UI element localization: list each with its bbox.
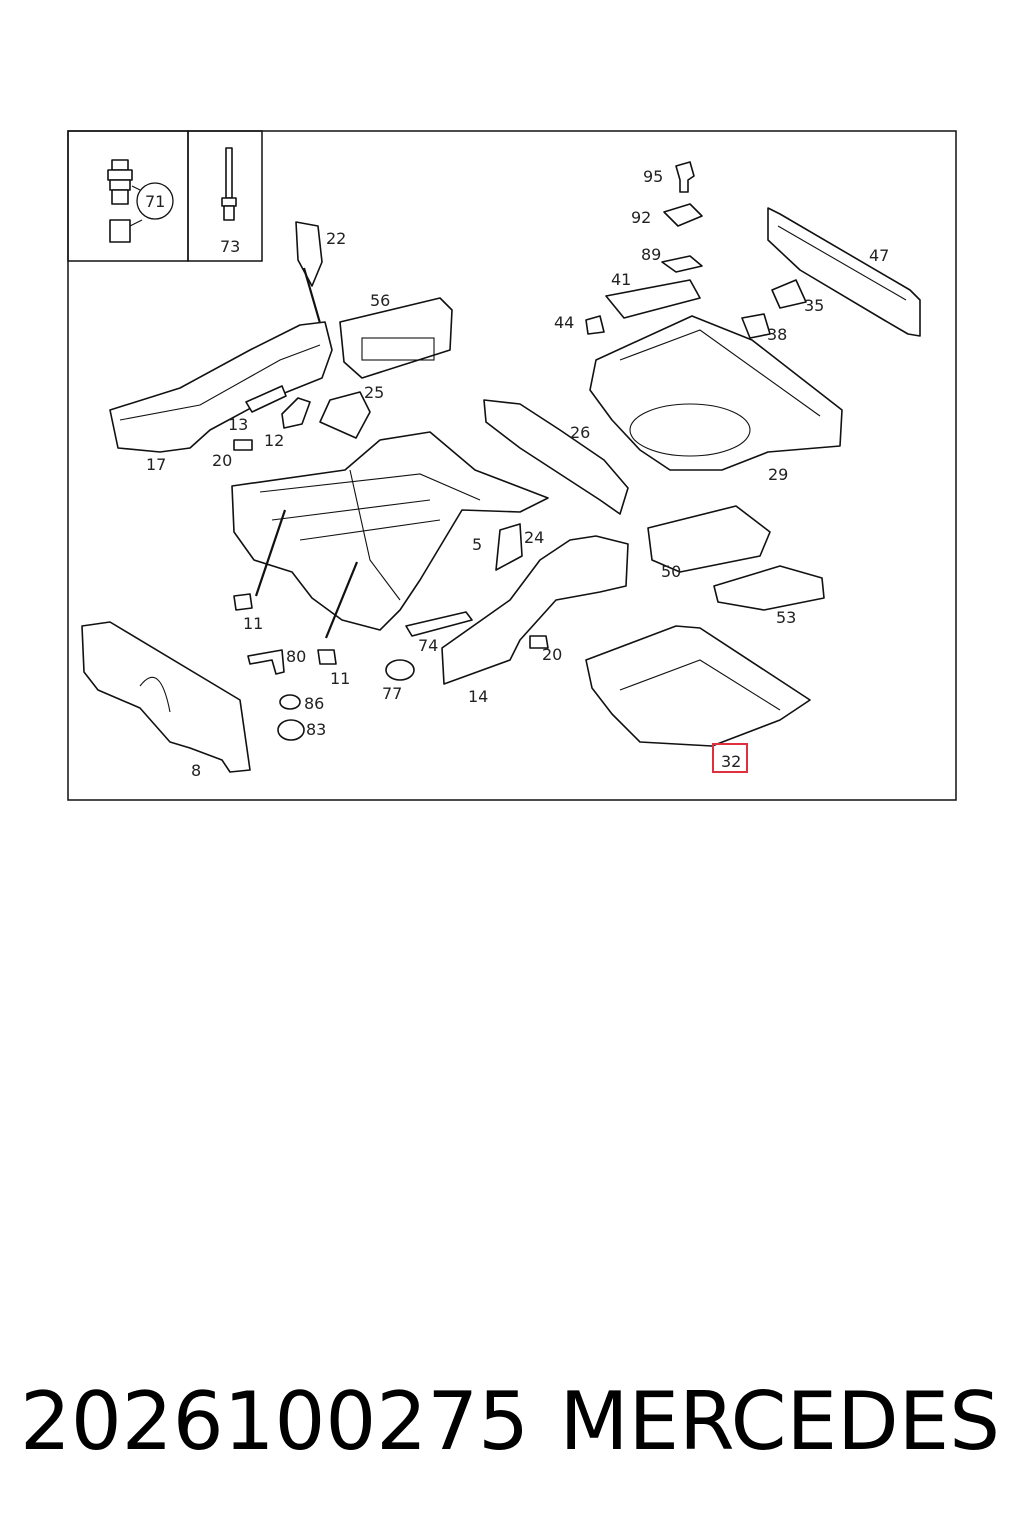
callout-38: 38 — [767, 325, 787, 344]
callout-22: 22 — [326, 229, 346, 248]
part-41-tray — [605, 279, 701, 319]
callout-17: 17 — [146, 455, 166, 474]
part-24-bracket — [495, 523, 523, 571]
part-53-panel — [713, 565, 825, 611]
callout-12: 12 — [264, 431, 284, 450]
part-95-bolt — [675, 161, 695, 193]
part-77-grommet — [385, 659, 415, 681]
callout-11: 11 — [330, 669, 350, 688]
part-74-plate — [405, 611, 473, 637]
leader-11a — [254, 509, 287, 597]
part-50-panel — [647, 505, 771, 573]
diagram-frame — [67, 130, 957, 801]
callout-32-highlight — [712, 743, 748, 773]
callout-20: 20 — [542, 645, 562, 664]
callout-92: 92 — [631, 208, 651, 227]
part-22-bracket — [295, 221, 323, 287]
part-26-beam — [483, 399, 629, 515]
callout-5: 5 — [472, 535, 482, 554]
part-floor-pan — [231, 431, 549, 631]
part-29-rear-floor — [589, 315, 843, 471]
callout-74: 74 — [418, 636, 438, 655]
part-32-rear-floor-section — [585, 625, 811, 747]
part-14-side-rail — [441, 535, 629, 685]
callout-53: 53 — [776, 608, 796, 627]
part-80-strap — [247, 649, 285, 675]
callout-71-circle — [136, 182, 174, 220]
brand-name: MERCEDES — [559, 1375, 1000, 1468]
callout-14: 14 — [468, 687, 488, 706]
part-89-clip — [661, 255, 703, 273]
callout-11: 11 — [243, 614, 263, 633]
part-11-clip-a — [233, 593, 253, 611]
callout-24: 24 — [524, 528, 544, 547]
callout-71: 71 — [145, 192, 165, 211]
callout-41: 41 — [611, 270, 631, 289]
inset-box-73 — [187, 130, 263, 262]
part-12-bracket — [281, 397, 311, 429]
leader-22 — [302, 267, 324, 331]
part-35-bracket — [771, 279, 807, 309]
callout-29: 29 — [768, 465, 788, 484]
callout-56: 56 — [370, 291, 390, 310]
part-25-bracket — [319, 391, 371, 439]
callout-89: 89 — [641, 245, 661, 264]
leader-11b — [324, 561, 359, 639]
callout-80: 80 — [286, 647, 306, 666]
bushing-drawing — [107, 159, 143, 243]
part-number: 2026100275 — [20, 1375, 529, 1468]
callout-20: 20 — [212, 451, 232, 470]
callout-95: 95 — [643, 167, 663, 186]
part-20-clip-b — [529, 635, 549, 649]
callout-47: 47 — [869, 246, 889, 265]
part-86-nut — [279, 694, 301, 710]
callout-50: 50 — [661, 562, 681, 581]
callout-83: 83 — [306, 720, 326, 739]
callout-86: 86 — [304, 694, 324, 713]
part-83-nut — [277, 719, 305, 741]
part-20-clip — [233, 439, 253, 451]
part-11-clip-b — [317, 649, 337, 665]
bolt-drawing — [221, 147, 237, 221]
part-47-rear-panel — [767, 207, 921, 337]
callout-26: 26 — [570, 423, 590, 442]
callout-44: 44 — [554, 313, 574, 332]
callout-77: 77 — [382, 684, 402, 703]
callout-32: 32 — [721, 752, 741, 771]
footer: 2026100275 MERCEDES — [0, 1372, 1024, 1472]
part-44-bracket — [585, 315, 605, 335]
callout-25: 25 — [364, 383, 384, 402]
part-17-front-rail — [109, 321, 333, 453]
callout-35: 35 — [804, 296, 824, 315]
callout-13: 13 — [228, 415, 248, 434]
part-13-strap — [245, 385, 287, 413]
callout-8: 8 — [191, 761, 201, 780]
part-38-bracket — [741, 313, 771, 339]
part-92-clip — [663, 203, 703, 227]
callout-73: 73 — [220, 237, 240, 256]
